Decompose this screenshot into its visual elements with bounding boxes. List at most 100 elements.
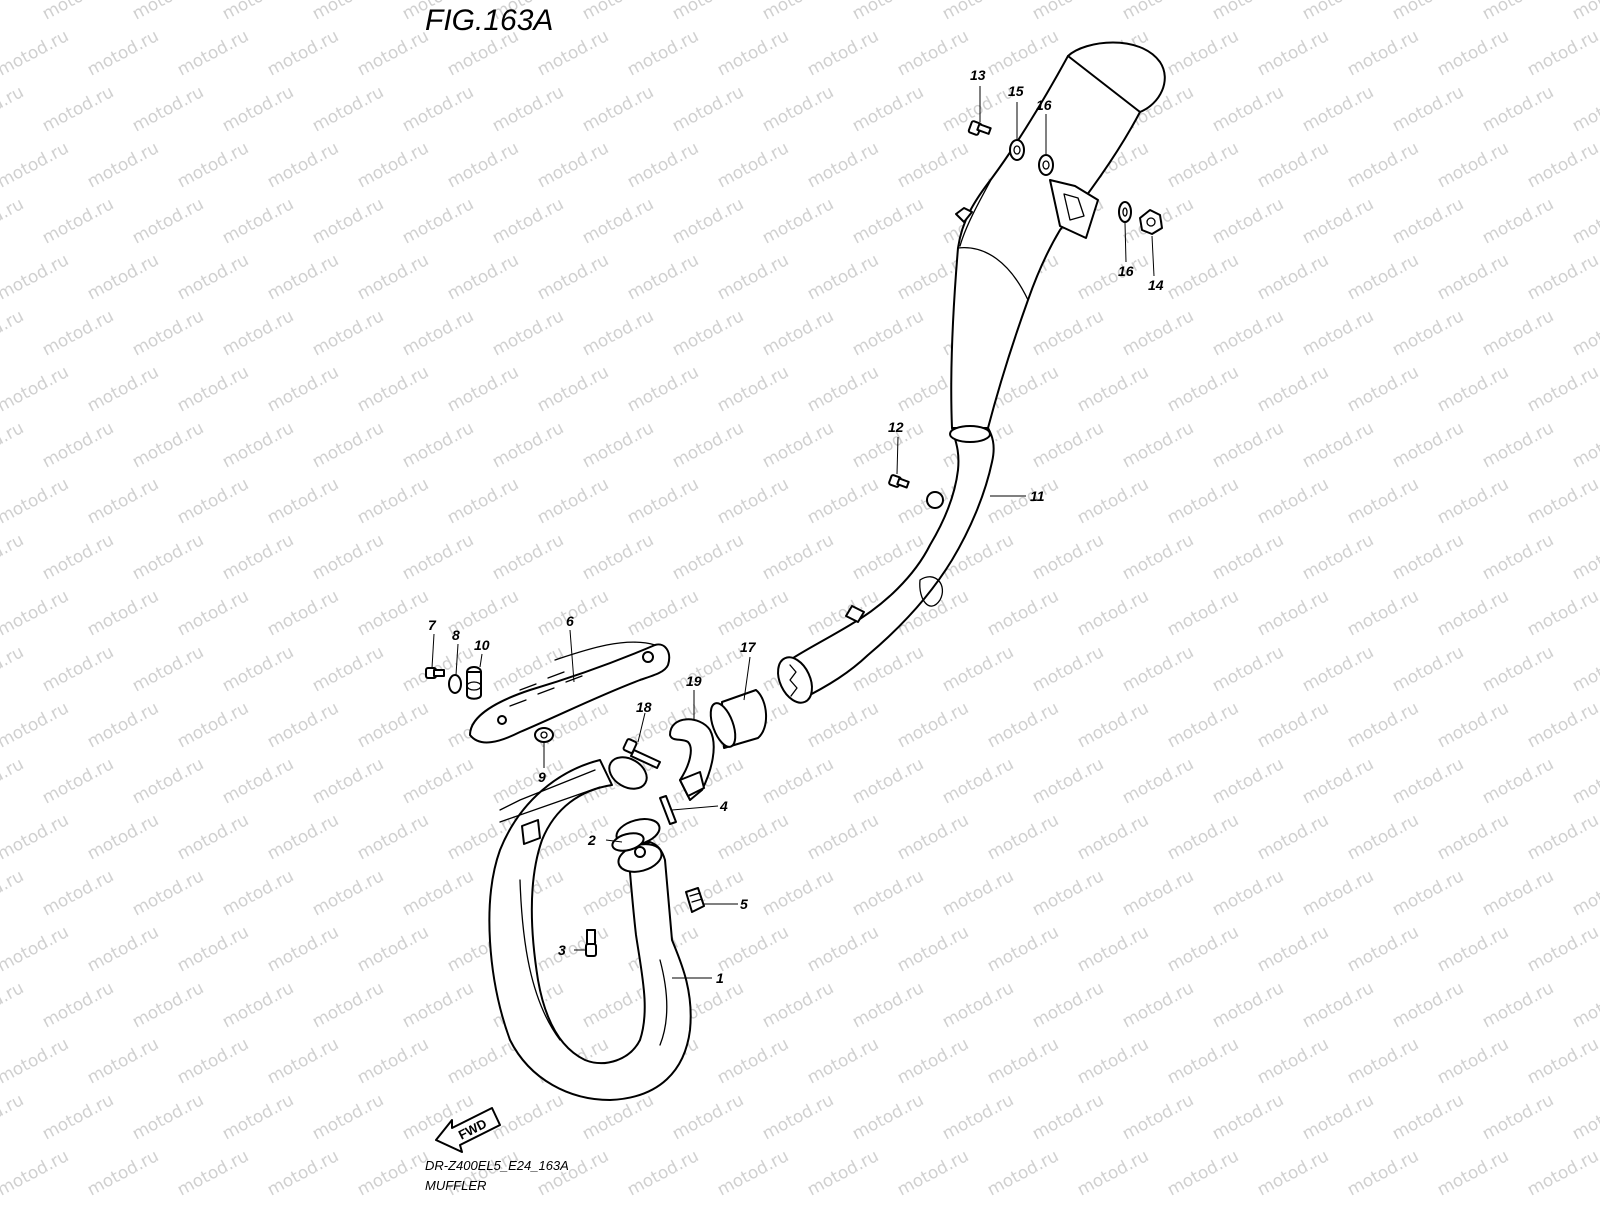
watermark-text: motod.ru: [1164, 1146, 1242, 1200]
gasket-17: [709, 689, 767, 749]
watermark-text: motod.ru: [39, 194, 117, 248]
watermark-text: motod.ru: [1524, 810, 1600, 864]
watermark-text: motod.ru: [1299, 530, 1377, 584]
watermark-text: motod.ru: [399, 530, 477, 584]
watermark-text: motod.ru: [894, 698, 972, 752]
watermark-text: motod.ru: [1569, 306, 1600, 360]
watermark-text: motod.ru: [894, 26, 972, 80]
watermark-text: motod.ru: [399, 306, 477, 360]
watermark-text: motod.ru: [0, 26, 72, 80]
bracket-slot-5: [547, 671, 565, 679]
watermark-text: motod.ru: [174, 250, 252, 304]
watermark-text: motod.ru: [1344, 362, 1422, 416]
watermark-text: motod.ru: [309, 82, 387, 136]
watermark-text: motod.ru: [1299, 642, 1377, 696]
watermark-text: motod.ru: [849, 194, 927, 248]
watermark-text: motod.ru: [309, 194, 387, 248]
watermark-text: motod.ru: [1074, 250, 1152, 304]
watermark-text: motod.ru: [1524, 26, 1600, 80]
watermark-text: motod.ru: [1389, 1090, 1467, 1144]
watermark-text: motod.ru: [1569, 530, 1600, 584]
pipe-bracket: [521, 819, 541, 845]
watermark-text: motod.ru: [1299, 418, 1377, 472]
inlet-serration: [789, 664, 798, 697]
callout-1: 1: [716, 970, 724, 986]
watermark-text: motod.ru: [0, 810, 72, 864]
watermark-text: motod.ru: [84, 1146, 162, 1200]
watermark-text: motod.ru: [1434, 1146, 1512, 1200]
watermark-text: motod.ru: [804, 250, 882, 304]
watermark-text: motod.ru: [129, 0, 207, 24]
watermark-text: motod.ru: [1479, 642, 1557, 696]
watermark-text: motod.ru: [939, 754, 1017, 808]
watermark-text: motod.ru: [759, 1090, 837, 1144]
watermark-text: motod.ru: [1164, 922, 1242, 976]
bracket-assembly: [469, 641, 671, 744]
watermark-text: motod.ru: [354, 26, 432, 80]
watermark-text: motod.ru: [624, 138, 702, 192]
watermark-text: motod.ru: [0, 642, 27, 696]
watermark-text: motod.ru: [1119, 866, 1197, 920]
cushion-10: [466, 666, 482, 700]
watermark-text: motod.ru: [984, 586, 1062, 640]
watermark-text: motod.ru: [219, 306, 297, 360]
watermark-text: motod.ru: [354, 586, 432, 640]
watermark-text: motod.ru: [1524, 1146, 1600, 1200]
watermark-text: motod.ru: [669, 642, 747, 696]
watermark-text: motod.ru: [1119, 978, 1197, 1032]
watermark-text: motod.ru: [1209, 866, 1287, 920]
watermark-text: motod.ru: [1569, 418, 1600, 472]
watermark-text: motod.ru: [1434, 586, 1512, 640]
callout-3: 3: [558, 942, 566, 958]
watermark-text: motod.ru: [219, 82, 297, 136]
callout-19: 19: [686, 673, 702, 689]
watermark-text: motod.ru: [174, 586, 252, 640]
watermark-text: motod.ru: [1524, 922, 1600, 976]
watermark-text: motod.ru: [1029, 978, 1107, 1032]
watermark-text: motod.ru: [0, 754, 27, 808]
watermark-text: motod.ru: [714, 362, 792, 416]
watermark-text: motod.ru: [1254, 698, 1332, 752]
watermark-text: motod.ru: [759, 418, 837, 472]
watermark-text: motod.ru: [0, 866, 27, 920]
pipe-shadow: [919, 576, 944, 607]
watermark-text: motod.ru: [1389, 0, 1467, 24]
watermark-text: motod.ru: [0, 250, 72, 304]
watermark-text: motod.ru: [804, 922, 882, 976]
watermark-text: motod.ru: [1524, 586, 1600, 640]
watermark-text: motod.ru: [489, 418, 567, 472]
watermark-text: motod.ru: [399, 418, 477, 472]
bolt-13: [967, 120, 992, 136]
watermark-text: motod.ru: [354, 922, 432, 976]
watermark-text: motod.ru: [984, 1146, 1062, 1200]
watermark-text: motod.ru: [1119, 0, 1197, 24]
watermark-text: motod.ru: [1209, 82, 1287, 136]
watermark-text: motod.ru: [174, 810, 252, 864]
watermark-text: motod.ru: [84, 698, 162, 752]
nut-5: [685, 887, 705, 913]
watermark-text: motod.ru: [84, 138, 162, 192]
bracket-slot-4: [519, 683, 537, 691]
callout-8: 8: [452, 627, 460, 643]
watermark-text: motod.ru: [354, 250, 432, 304]
watermark-text: motod.ru: [759, 194, 837, 248]
watermark-text: motod.ru: [1299, 978, 1377, 1032]
watermark-text: motod.ru: [1434, 138, 1512, 192]
watermark-text: motod.ru: [1119, 530, 1197, 584]
watermark-text: motod.ru: [1164, 474, 1242, 528]
leader-7: [431, 633, 435, 669]
watermark-text: motod.ru: [0, 922, 72, 976]
watermark-text: motod.ru: [1569, 82, 1600, 136]
leader-2: [605, 839, 623, 843]
watermark-text: motod.ru: [0, 1090, 27, 1144]
watermark-text: motod.ru: [1389, 306, 1467, 360]
callout-10: 10: [474, 637, 490, 653]
callout-12: 12: [888, 419, 904, 435]
watermark-text: motod.ru: [1479, 0, 1557, 24]
bracket-slot-2: [537, 687, 555, 695]
watermark-text: motod.ru: [1119, 1090, 1197, 1144]
watermark-text: motod.ru: [1389, 754, 1467, 808]
bolt-12: [888, 474, 910, 489]
fwd-arrow-icon: FWD: [435, 1107, 501, 1153]
watermark-text: motod.ru: [219, 418, 297, 472]
